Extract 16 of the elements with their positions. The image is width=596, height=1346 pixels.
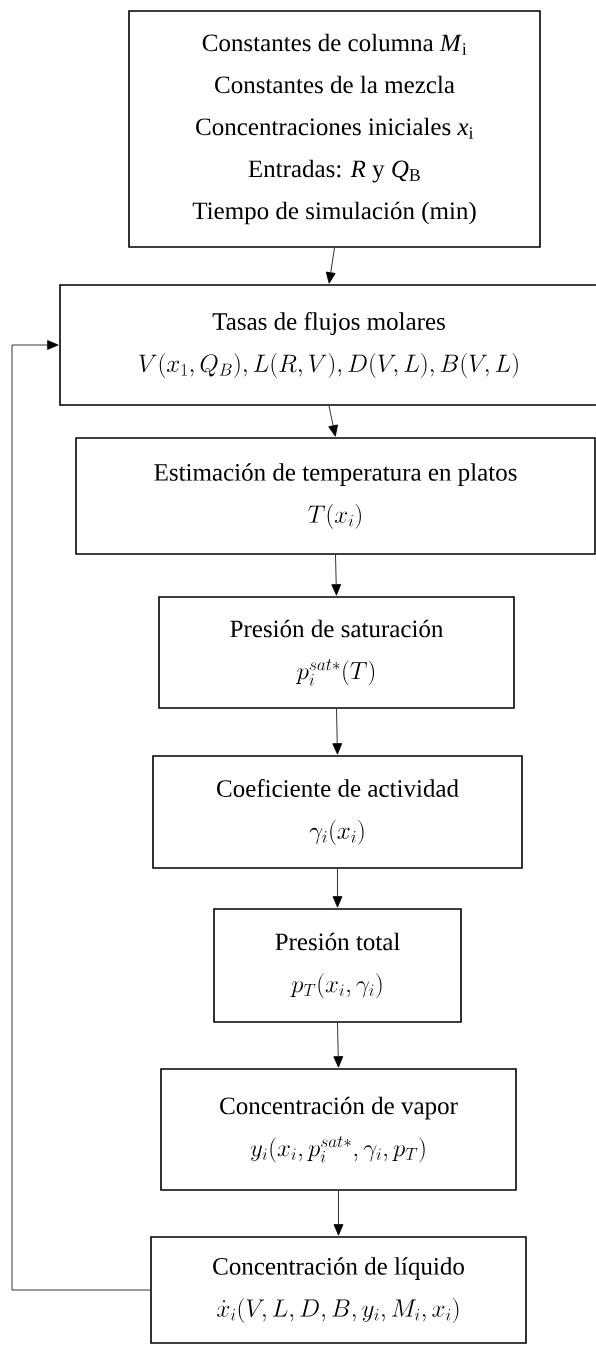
arrow bbox=[328, 405, 338, 437]
process-box: Presión total $p_T(x_i,\gamma_i)$ bbox=[213, 908, 462, 1023]
process-box: Concentración de vapor $y_i(x_i,p_i^{sat*},\gamma_i,p_T)$ bbox=[160, 1068, 517, 1191]
process-box: Tasas de flujos molares $V(x_1,Q_B),L(R,V),D(V,L),B(V,L)$ bbox=[59, 284, 596, 406]
arrow bbox=[325, 247, 336, 284]
arrow bbox=[331, 554, 342, 596]
process-box: Presión de saturación $p_i^{sat*}(T)$ bbox=[158, 596, 515, 709]
process-box: Constantes de columna M$_{i}$ Constantes de la mezcla Concentraciones iniciales x$_{i}$ Entradas: R y Q$_{B}$ Tiempo de simulación (min) bbox=[128, 10, 541, 248]
arrow bbox=[332, 868, 343, 908]
arrow bbox=[333, 1022, 344, 1068]
process-box: Coeficiente de actividad $\gamma_i(x_i)$ bbox=[152, 755, 523, 869]
arrow bbox=[333, 1190, 344, 1236]
process-box: Estimación de temperatura en platos $T(x_i)$ bbox=[75, 437, 596, 555]
arrow bbox=[11, 340, 151, 1291]
process-box: Concentración de líquido $\dot{x}_i(V,L,D,B,y_i,M_i,x_i)$ bbox=[150, 1236, 527, 1344]
arrow bbox=[332, 708, 343, 755]
